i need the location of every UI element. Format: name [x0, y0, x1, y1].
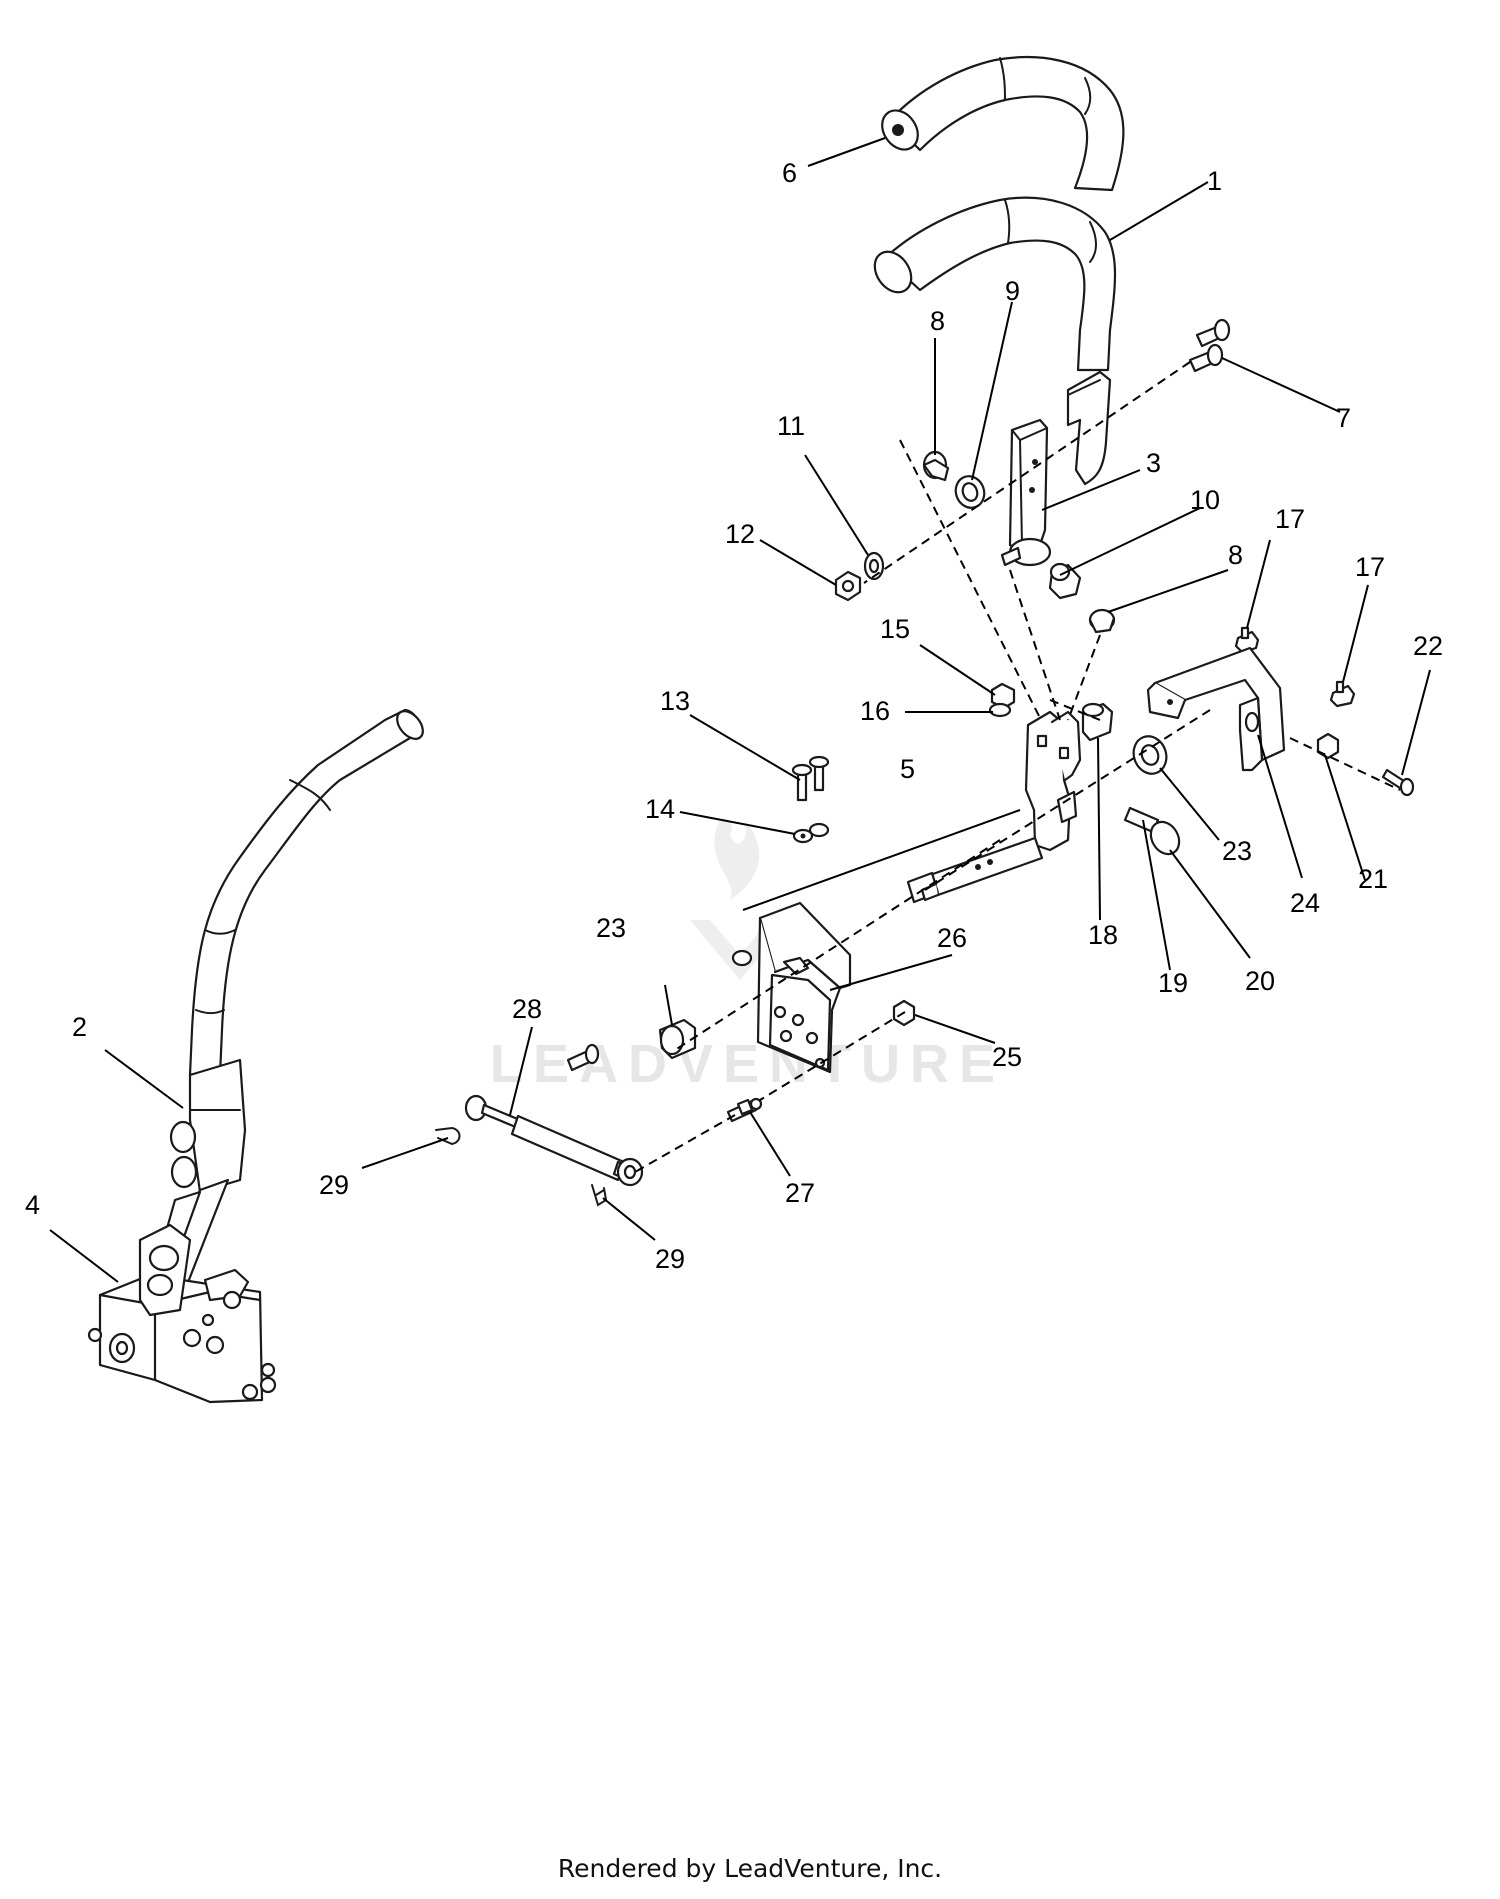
footer-credit: Rendered by LeadVenture, Inc. [557, 1854, 943, 1883]
part-5-shaft-assembly [906, 710, 1082, 904]
part-27-ball-stud [726, 1097, 763, 1123]
callout-9: 9 [1005, 276, 1020, 306]
part-18-spacer [1081, 702, 1114, 742]
part-22-bolt [1381, 768, 1415, 797]
callout-15: 15 [880, 614, 910, 644]
callout-23-lower: 23 [596, 913, 626, 943]
part-24-bracket [1146, 646, 1286, 772]
callout-21: 21 [1358, 864, 1388, 894]
part-2-long-handle [146, 708, 424, 1302]
part-1-control-handle [873, 196, 1117, 486]
part-15-nut [990, 682, 1016, 710]
part-23-bushing-lower [658, 1018, 697, 1060]
part-8-bushing-lower [1088, 608, 1116, 634]
part-29-clip-a [435, 1126, 461, 1146]
part-28-gas-spring [464, 1094, 644, 1187]
callout-27: 27 [785, 1178, 815, 1208]
callout-26: 26 [937, 923, 967, 953]
part-16-washer [988, 702, 1012, 718]
part-29-clip-b [591, 1184, 608, 1207]
callout-14: 14 [645, 794, 675, 824]
callout-2: 2 [72, 1012, 87, 1042]
part-26-mount-plate [731, 901, 852, 1074]
callout-4: 4 [25, 1190, 40, 1220]
callout-29-left: 29 [319, 1170, 349, 1200]
callout-11: 11 [777, 411, 805, 441]
part-21-nut [1316, 732, 1340, 760]
callout-12: 12 [725, 519, 755, 549]
leader-lines [49, 137, 1431, 1283]
part-17-screw-a [1234, 626, 1260, 654]
part-20-clevis-head [1149, 820, 1181, 856]
callouts: 6 1 8 9 7 11 3 10 12 17 8 17 22 15 16 13… [25, 158, 1443, 1274]
callout-19: 19 [1158, 968, 1188, 998]
callout-8-lower: 8 [1228, 540, 1243, 570]
part-4-base-assembly [87, 1223, 277, 1404]
watermark-text: LEADVENTURE [490, 1034, 1005, 1094]
part-3-mount-arm [1000, 418, 1052, 567]
callout-25: 25 [992, 1042, 1022, 1072]
callout-20: 20 [1245, 966, 1275, 996]
callout-8-upper: 8 [930, 306, 945, 336]
callout-28: 28 [512, 994, 542, 1024]
callout-22: 22 [1413, 631, 1443, 661]
callout-10: 10 [1190, 485, 1220, 515]
callout-29-right: 29 [655, 1244, 685, 1274]
callout-3: 3 [1146, 448, 1161, 478]
callout-24: 24 [1290, 888, 1320, 918]
callout-6: 6 [782, 158, 797, 188]
callout-18: 18 [1088, 920, 1118, 950]
callout-7: 7 [1336, 403, 1351, 433]
callout-5: 5 [900, 754, 915, 784]
stud-bolt [566, 1043, 600, 1072]
callout-17-lower: 17 [1355, 552, 1385, 582]
assembly-lines [634, 361, 1401, 1173]
callout-13: 13 [660, 686, 690, 716]
part-10-spacer [1048, 562, 1082, 600]
part-8-bushing-upper [922, 450, 950, 482]
part-14-nuts [792, 822, 830, 844]
part-12-nut [834, 570, 862, 602]
callout-1: 1 [1207, 166, 1222, 196]
callout-16: 16 [860, 696, 890, 726]
part-13-bolts [791, 755, 830, 802]
part-9-washer [954, 475, 986, 509]
part-17-screw-b [1329, 680, 1356, 708]
part-6-handle-grip [881, 55, 1125, 192]
callout-17-upper: 17 [1275, 504, 1305, 534]
callout-23-upper: 23 [1222, 836, 1252, 866]
part-7-bolts [1188, 318, 1231, 373]
